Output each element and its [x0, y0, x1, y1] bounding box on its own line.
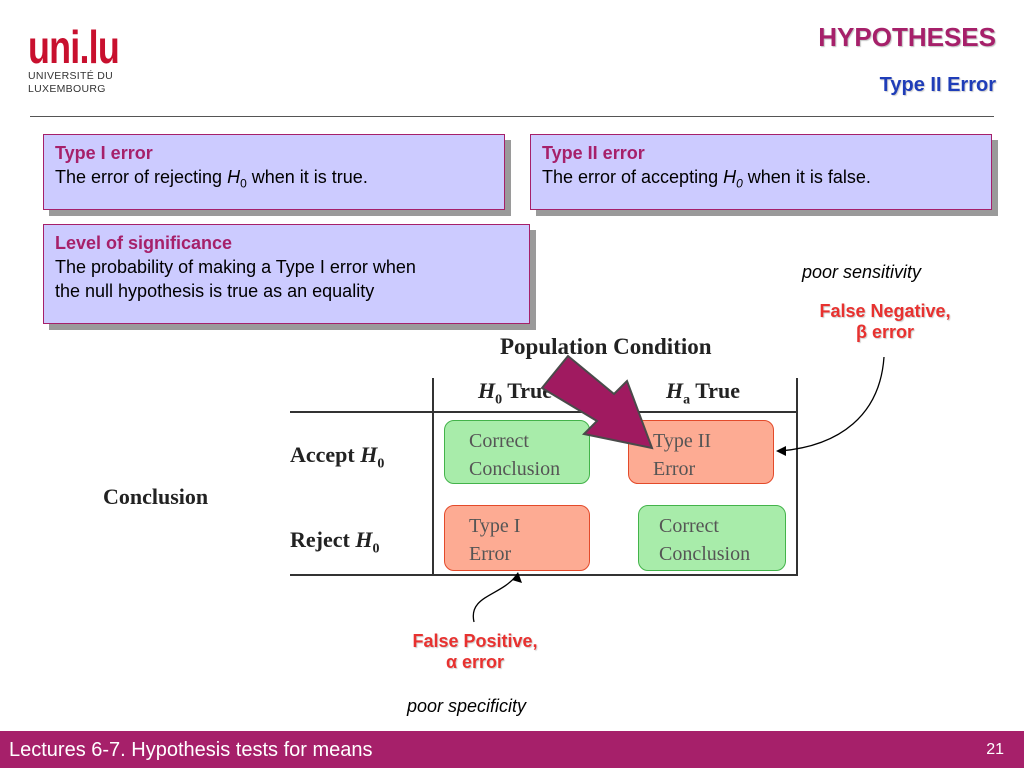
- type-2-error-box: Type II error The error of accepting H0 …: [530, 134, 992, 210]
- significance-line-2: the null hypothesis is true as an equali…: [55, 281, 375, 301]
- false-positive-arrowhead-icon: [512, 572, 522, 583]
- table-header-rule: [290, 411, 798, 413]
- population-condition-heading: Population Condition: [500, 334, 712, 359]
- block-arrow-icon: [540, 354, 654, 450]
- type-1-error-box: Type I error The error of rejecting H0 w…: [43, 134, 505, 210]
- logo-line-1: UNIVERSITÉ DU: [28, 70, 113, 82]
- table-vertical-line-left: [432, 378, 434, 576]
- type-1-error-heading: Type I error: [55, 143, 153, 163]
- poor-sensitivity-label: poor sensitivity: [802, 262, 922, 282]
- table-bottom-rule: [290, 574, 798, 576]
- type-2-error-heading: Type II error: [542, 143, 645, 163]
- conclusion-label: Conclusion: [103, 484, 209, 509]
- header-divider: [30, 116, 994, 117]
- footer-bar: [0, 731, 1024, 768]
- column-header-ha-true: Ha True: [666, 378, 741, 408]
- poor-specificity-label: poor specificity: [407, 696, 527, 716]
- row-header-reject-h0: Reject H0: [290, 527, 380, 557]
- slide-title: HYPOTHESES: [818, 22, 996, 52]
- false-negative-label: False Negative, β error: [819, 301, 951, 342]
- university-logo-text: UNIVERSITÉ DU LUXEMBOURG: [28, 70, 113, 96]
- significance-level-box: Level of significance The probability of…: [43, 224, 530, 324]
- significance-line-1: The probability of making a Type I error…: [55, 257, 416, 277]
- row-header-accept-h0: Accept H0: [290, 442, 385, 472]
- false-positive-label: False Positive, α error: [412, 631, 538, 672]
- type-1-error-text: The error of rejecting H0 when it is tru…: [55, 167, 368, 191]
- page-number: 21: [986, 741, 1004, 758]
- false-positive-pointer-icon: [472, 575, 517, 623]
- university-logo-mark: uni.lu: [28, 21, 120, 73]
- table-vertical-line-right: [796, 378, 798, 576]
- footer-lecture-title: Lectures 6-7. Hypothesis tests for means: [9, 739, 373, 761]
- logo-line-2: LUXEMBOURG: [28, 83, 106, 95]
- significance-heading: Level of significance: [55, 233, 233, 253]
- slide-subtitle: Type II Error: [879, 74, 996, 96]
- type-2-error-text: The error of accepting H0 when it is fal…: [542, 167, 871, 191]
- false-negative-arrowhead-icon: [776, 446, 786, 456]
- false-negative-pointer-icon: [779, 356, 885, 452]
